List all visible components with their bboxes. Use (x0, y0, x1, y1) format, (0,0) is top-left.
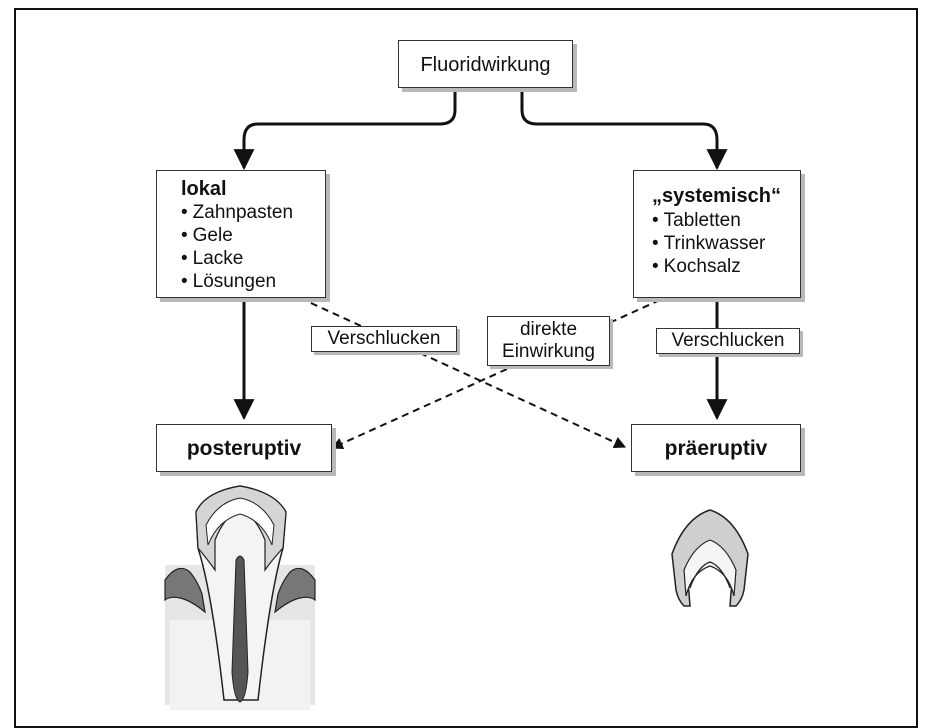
systemic-box: „systemisch“ Tabletten Trinkwasser Kochs… (633, 170, 801, 298)
posteruptive-label: posteruptiv (186, 437, 302, 460)
root-label: Fluoridwirkung (420, 54, 551, 76)
flow-diagram (164, 88, 749, 710)
local-item-zahnpasten: Zahnpasten (181, 201, 325, 224)
direct-effect-line1: direkte (519, 319, 578, 340)
local-item-loesungen: Lösungen (181, 270, 325, 293)
swallow-left-label: Verschlucken (311, 326, 457, 352)
systemic-item-tabletten: Tabletten (652, 209, 800, 232)
root-box: Fluoridwirkung (398, 40, 573, 88)
local-item-lacke: Lacke (181, 247, 325, 270)
direct-effect-line2: Einwirkung (502, 341, 595, 362)
systemic-list: Tabletten Trinkwasser Kochsalz (652, 209, 800, 278)
systemic-title: „systemisch“ (652, 185, 781, 207)
swallow-left-text: Verschlucken (327, 328, 441, 349)
posteruptive-box: posteruptiv (156, 424, 332, 472)
local-item-gele: Gele (181, 224, 325, 247)
tooth-crown-icon (671, 509, 749, 607)
arrow-root-to-systemic (520, 88, 728, 171)
local-box: lokal Zahnpasten Gele Lacke Lösungen (156, 170, 326, 298)
local-list: Zahnpasten Gele Lacke Lösungen (181, 201, 325, 293)
swallow-right-text: Verschlucken (671, 330, 785, 351)
preeruptive-label: präeruptiv (664, 437, 768, 460)
systemic-item-trinkwasser: Trinkwasser (652, 232, 800, 255)
tooth-with-gum-icon (164, 485, 316, 710)
systemic-item-kochsalz: Kochsalz (652, 255, 800, 278)
local-title: lokal (181, 178, 227, 200)
swallow-right-label: Verschlucken (656, 328, 800, 354)
preeruptive-box: präeruptiv (631, 424, 801, 472)
direct-effect-label: direkte Einwirkung (487, 316, 610, 366)
arrow-root-to-local (233, 88, 457, 171)
